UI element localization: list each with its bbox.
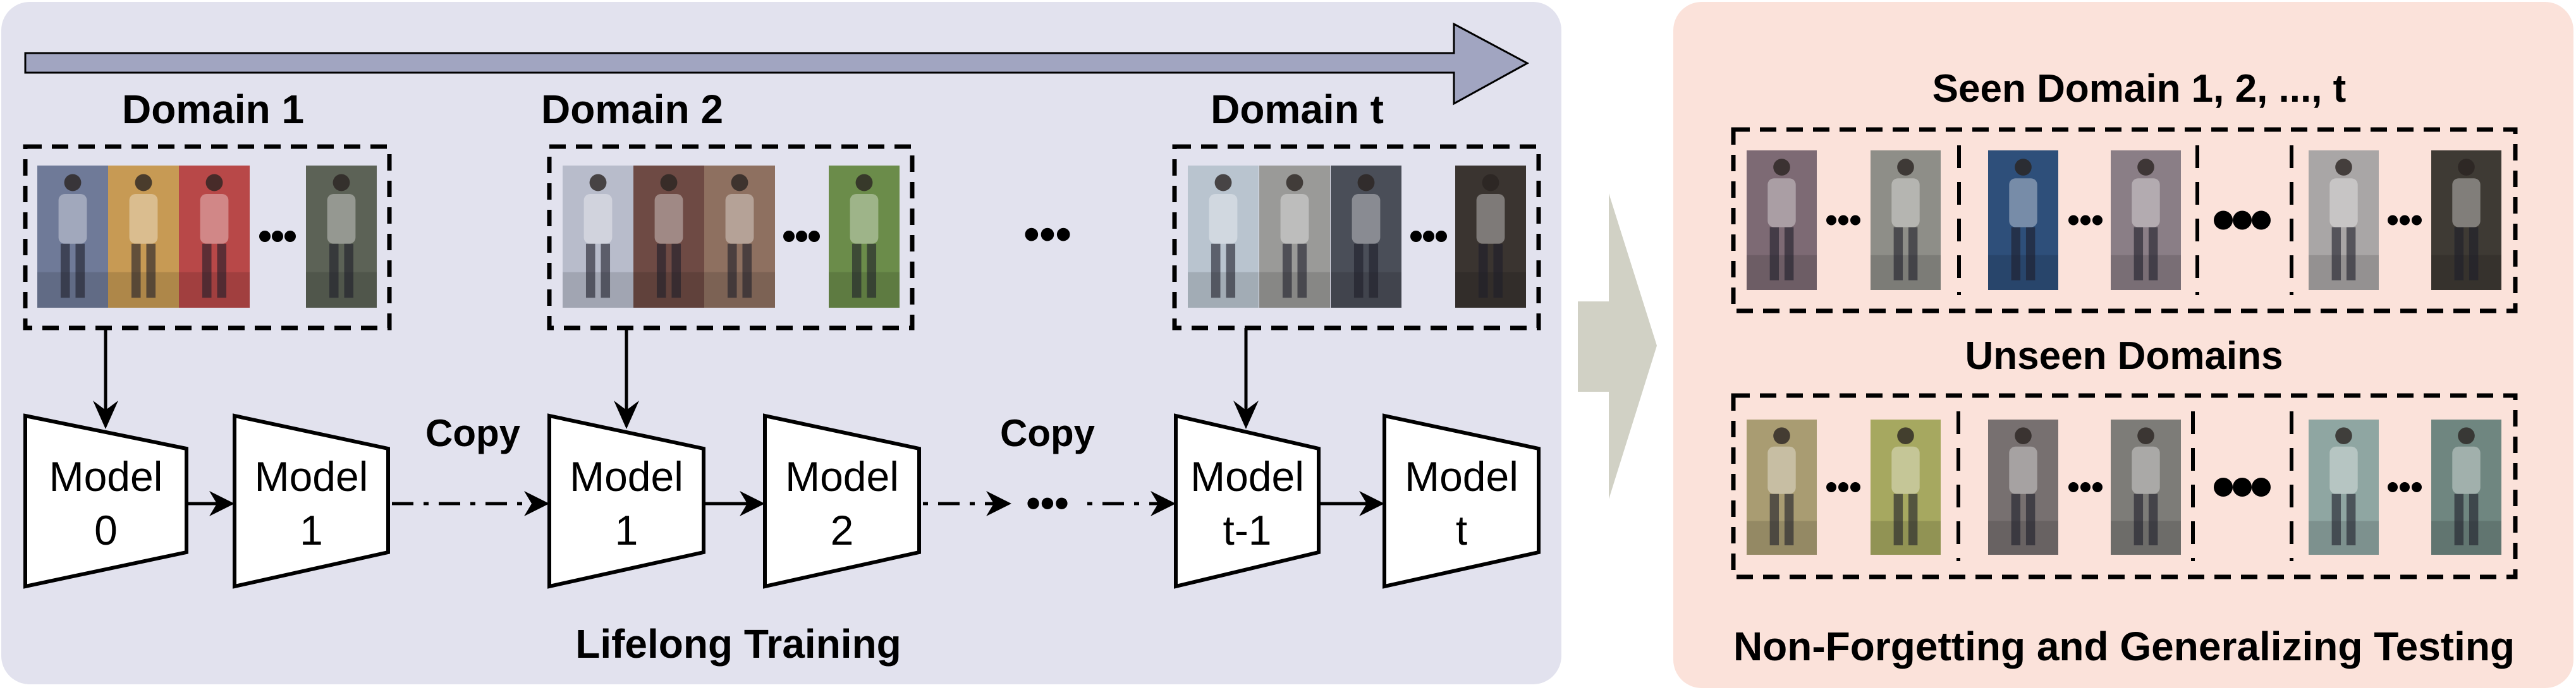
- person-image: [2309, 420, 2379, 555]
- arrowhead-icon: [614, 401, 639, 429]
- arrowhead-icon: [1151, 491, 1176, 516]
- domain-1-image-box: [23, 144, 392, 330]
- person-image: [2111, 150, 2181, 290]
- person-image: [1331, 166, 1401, 308]
- model-4-block: Model t-1: [1174, 413, 1321, 589]
- training-panel: [1, 2, 1561, 684]
- model-name: Model: [255, 453, 369, 500]
- image-ellipsis: [1410, 231, 1447, 242]
- testing-title: Non-Forgetting and Generalizing Testing: [1733, 624, 2515, 669]
- domain-1-label: Domain 1: [122, 87, 304, 132]
- person-image: [1747, 420, 1817, 555]
- person-image: [37, 166, 108, 308]
- person-image: [633, 166, 704, 308]
- person-image: [1455, 166, 1526, 308]
- image-ellipsis: [259, 231, 296, 242]
- person-image: [2111, 420, 2181, 555]
- timeline-arrow: [24, 22, 1530, 106]
- model-5-block: Model t: [1383, 413, 1541, 589]
- image-ellipsis: [2388, 215, 2422, 226]
- model-index: 1: [300, 507, 323, 554]
- image-ellipsis: [1826, 215, 1860, 226]
- unseen-domains-box: [1731, 393, 2518, 579]
- model-name: Model: [1190, 453, 1304, 500]
- domain-2-image-box: [547, 144, 915, 330]
- model-name: Model: [1405, 453, 1518, 500]
- person-image: [1871, 150, 1941, 290]
- person-image: [2431, 420, 2501, 555]
- group-ellipsis: [2214, 478, 2271, 497]
- copy-label-2: Copy: [1000, 412, 1096, 454]
- group-ellipsis: [2214, 210, 2271, 230]
- arrowhead-icon: [740, 491, 765, 516]
- training-title: Lifelong Training: [575, 621, 901, 667]
- seen-domains-label: Seen Domain 1, 2, ..., t: [1932, 67, 2347, 111]
- person-image: [1259, 166, 1330, 308]
- image-ellipsis: [2388, 482, 2422, 492]
- person-image: [108, 166, 179, 308]
- image-ellipsis: [2068, 482, 2103, 492]
- model-index: 2: [831, 507, 854, 554]
- model-chain-ellipsis: •••: [1026, 480, 1068, 526]
- domain-t-label: Domain t: [1211, 87, 1384, 132]
- person-image: [1871, 420, 1941, 555]
- arrowhead-icon: [986, 491, 1011, 516]
- model-3-block: Model 2: [763, 413, 921, 589]
- model-index: 1: [615, 507, 638, 554]
- arrowhead-icon: [93, 401, 118, 429]
- person-image: [563, 166, 633, 308]
- image-ellipsis: [1826, 482, 1860, 492]
- model-0-block: Model 0: [23, 413, 188, 589]
- person-image: [2431, 150, 2501, 290]
- model-1-block: Model 1: [233, 413, 390, 589]
- arrowhead-icon: [209, 491, 235, 516]
- arrowhead-icon: [524, 491, 549, 516]
- arrowhead-icon: [1359, 491, 1384, 516]
- model-name: Model: [570, 453, 683, 500]
- middle-ellipsis: •••: [1023, 209, 1071, 260]
- arrowhead-icon: [1233, 401, 1259, 429]
- person-image: [1988, 420, 2058, 555]
- person-image: [306, 166, 377, 308]
- model-index: t-1: [1223, 507, 1271, 554]
- domain-2-label: Domain 2: [541, 87, 723, 132]
- image-ellipsis: [2068, 215, 2103, 226]
- image-ellipsis: [783, 231, 820, 242]
- person-image: [829, 166, 900, 308]
- person-image: [1988, 150, 2058, 290]
- model-name: Model: [49, 453, 163, 500]
- person-image: [1188, 166, 1259, 308]
- model-name: Model: [785, 453, 899, 500]
- person-image: [179, 166, 250, 308]
- person-image: [2309, 150, 2379, 290]
- seen-domains-box: [1731, 127, 2518, 313]
- model-2-block: Model 1: [547, 413, 705, 589]
- person-image: [704, 166, 775, 308]
- model-index: 0: [94, 507, 118, 554]
- unseen-domains-label: Unseen Domains: [1965, 334, 2283, 378]
- domain-3-image-box: [1172, 144, 1541, 330]
- transition-arrow: [1578, 193, 1657, 499]
- person-image: [1747, 150, 1817, 290]
- model-index: t: [1456, 507, 1467, 554]
- copy-label-1: Copy: [425, 412, 521, 454]
